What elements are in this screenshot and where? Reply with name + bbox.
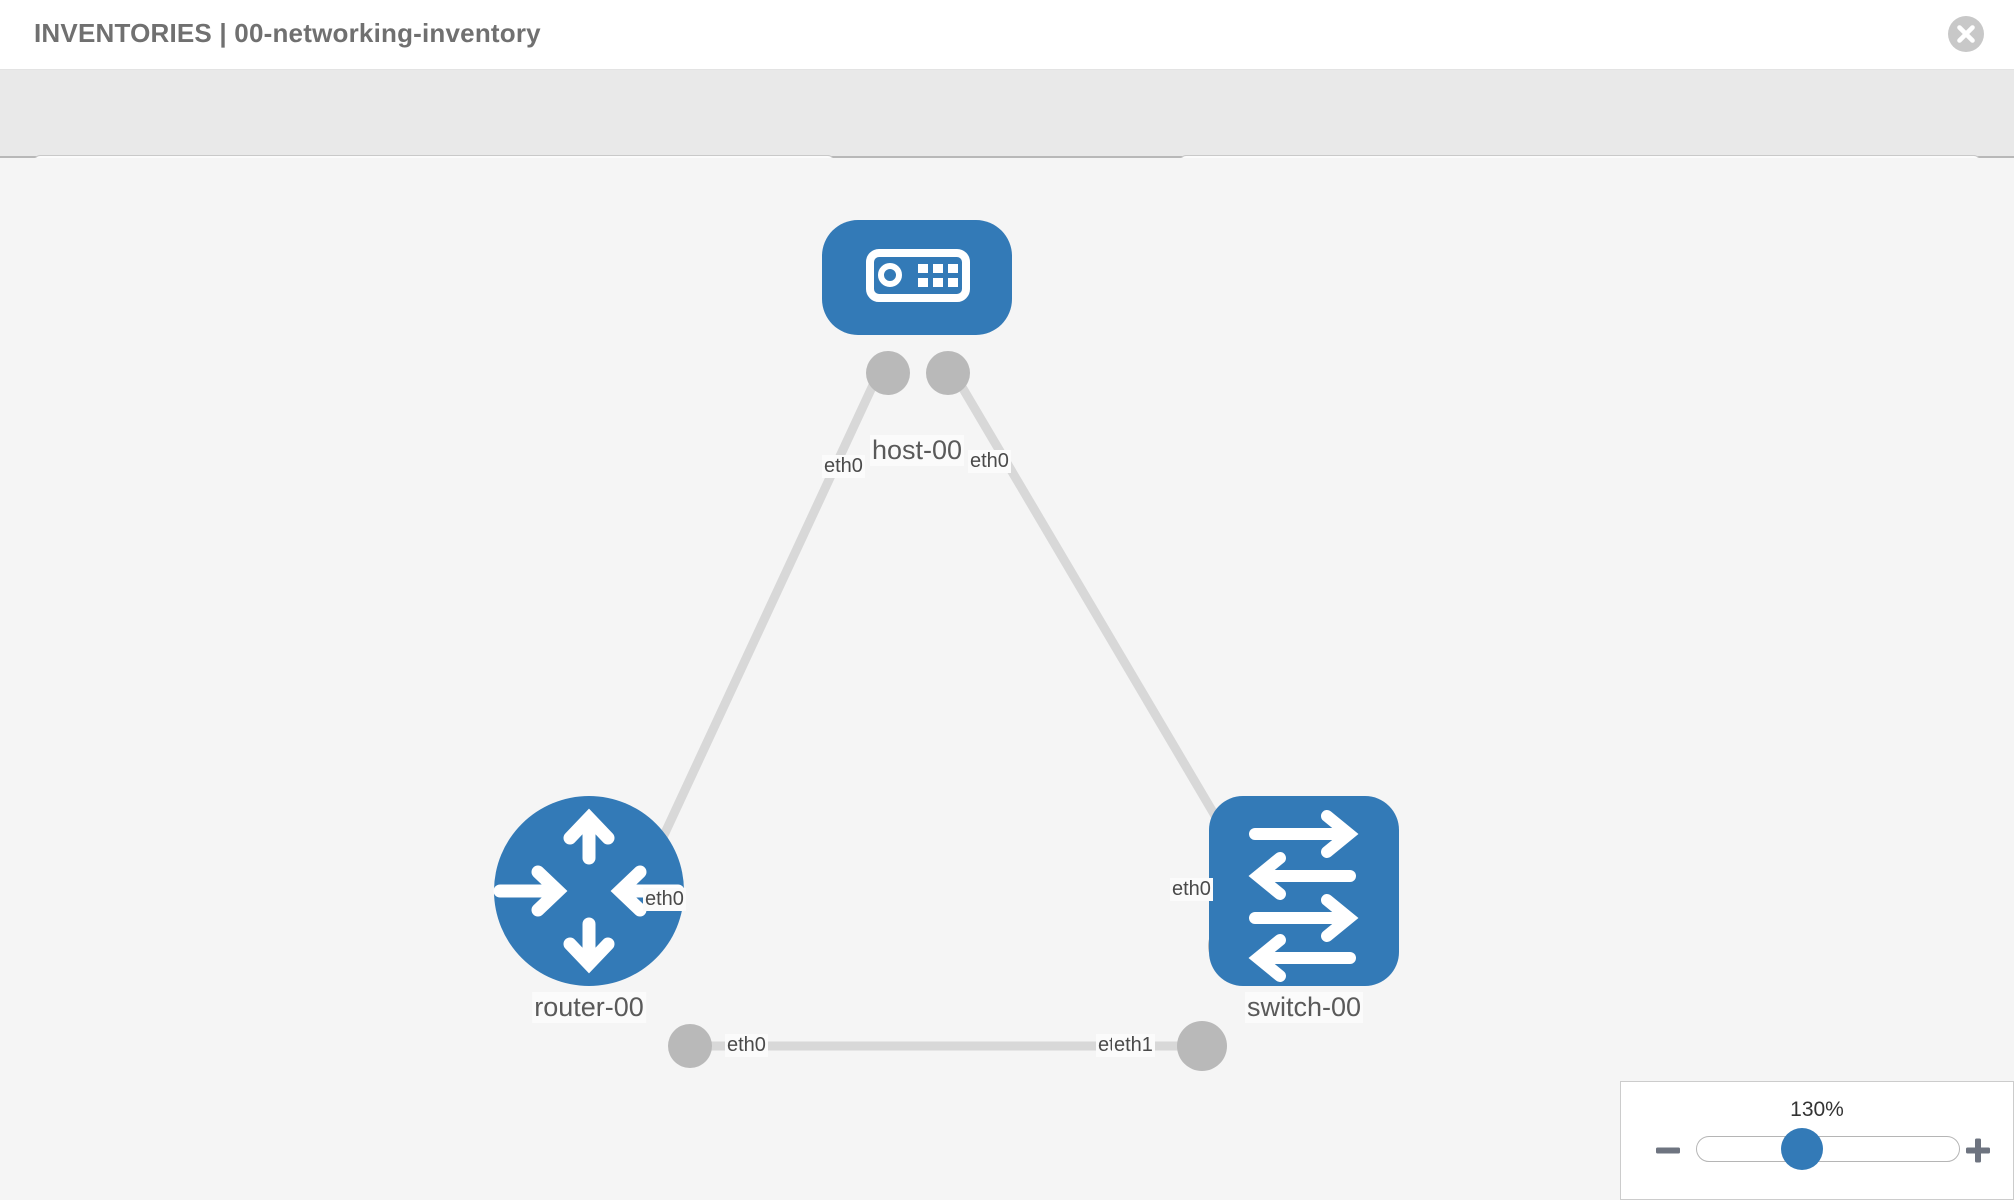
zoom-out-button[interactable] bbox=[1653, 1136, 1683, 1171]
edge-host-router bbox=[640, 368, 885, 878]
nub-host-left bbox=[866, 351, 910, 395]
topology-canvas[interactable]: host-00 router-00 switch-00 eth0 eth0 et… bbox=[0, 158, 2014, 1200]
iface-label-host-router: eth0 bbox=[822, 455, 865, 478]
switch-arrows-icon bbox=[1248, 810, 1359, 982]
close-button[interactable] bbox=[1948, 16, 1984, 52]
toolbar: ACTIONS SEARCH bbox=[0, 70, 2014, 210]
iface-label-router-switch: eth0 bbox=[725, 1034, 768, 1057]
zoom-percent-label: 130% bbox=[1790, 1098, 1844, 1121]
page-header: INVENTORIES | 00-networking-inventory bbox=[0, 0, 2014, 70]
node-router-00[interactable] bbox=[493, 796, 685, 986]
nub-host-right bbox=[926, 351, 970, 395]
node-label-host-00: host-00 bbox=[869, 435, 965, 466]
iface-label-host-switch: eth0 bbox=[968, 450, 1011, 473]
nub-switch-left bbox=[1177, 1021, 1227, 1071]
zoom-slider-thumb[interactable] bbox=[1781, 1128, 1823, 1170]
edge-layer bbox=[640, 367, 1244, 1051]
iface-label-switch-host: eth0 bbox=[1170, 878, 1213, 901]
iface-label-router-host: eth0 bbox=[643, 888, 686, 911]
node-label-router-00: router-00 bbox=[532, 992, 646, 1023]
edge-host-switch bbox=[948, 367, 1244, 861]
node-label-switch-00: switch-00 bbox=[1244, 992, 1364, 1023]
minus-icon bbox=[1656, 1147, 1680, 1154]
nub-router-right bbox=[668, 1024, 712, 1068]
plus-icon bbox=[1966, 1138, 1990, 1163]
node-host-00[interactable] bbox=[822, 220, 1012, 335]
iface-label-switch-router: eth1 bbox=[1112, 1034, 1155, 1057]
page-title: INVENTORIES | 00-networking-inventory bbox=[34, 18, 541, 48]
zoom-in-button[interactable] bbox=[1963, 1136, 1993, 1171]
close-icon bbox=[1957, 25, 1975, 43]
node-switch-00[interactable] bbox=[1209, 796, 1399, 986]
zoom-control-panel: 130% bbox=[1620, 1081, 2014, 1200]
server-icon bbox=[866, 249, 970, 302]
zoom-slider-track[interactable] bbox=[1696, 1136, 1960, 1162]
topology-graph bbox=[493, 220, 1399, 1071]
